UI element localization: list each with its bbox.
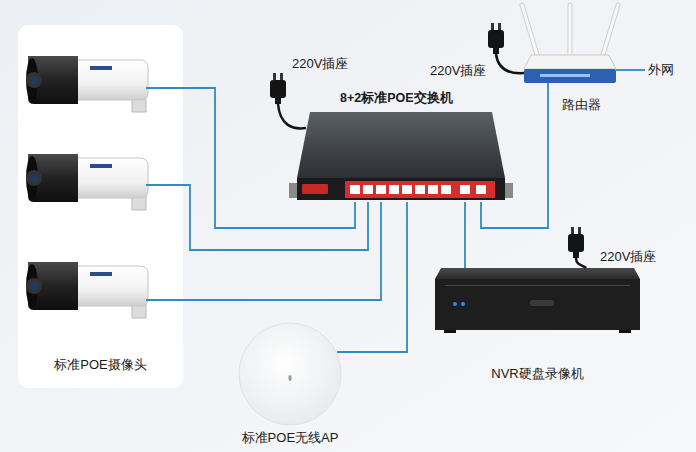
antenna-highlights [522, 5, 618, 58]
nvr-illustration [435, 268, 640, 333]
switch-illustration [289, 112, 513, 200]
port [415, 185, 425, 194]
device-label: 路由器 [562, 97, 601, 113]
device-label: 8+2标准POE交换机 [340, 90, 453, 106]
antenna [602, 5, 618, 58]
ap-led [289, 375, 292, 381]
antenna [569, 5, 572, 56]
switch-ports [350, 185, 486, 194]
port [363, 185, 373, 194]
nvr-trim [445, 285, 630, 286]
ap-disc [239, 323, 341, 425]
bullet-camera [26, 56, 148, 112]
ap-outline [238, 322, 342, 426]
poe-cable [464, 202, 466, 268]
nvr-panel [530, 300, 554, 306]
port [476, 185, 486, 194]
nvr-top [435, 268, 640, 279]
antenna [602, 5, 618, 58]
switch-logo [302, 184, 328, 194]
router-front [524, 69, 616, 83]
nvr-foot [619, 330, 631, 333]
wan-line [616, 69, 645, 71]
router-top [524, 55, 616, 69]
port [460, 185, 470, 194]
nvr-front [435, 279, 640, 330]
camera-lead [146, 299, 183, 301]
bullet-camera [26, 262, 148, 318]
camera-lead [146, 87, 183, 89]
power-plug [488, 23, 524, 73]
port [441, 185, 451, 194]
switch-top [297, 112, 505, 178]
power-cable [496, 54, 524, 73]
port [428, 185, 438, 194]
poe-switch: 8+2标准POE交换机 [295, 112, 507, 202]
port [350, 185, 360, 194]
router-illustration [522, 5, 618, 83]
port [376, 185, 386, 194]
antenna [568, 5, 573, 56]
power-plug [568, 227, 586, 268]
poe-cable [183, 88, 355, 228]
nvr-led [453, 302, 457, 306]
router-antennas [522, 5, 618, 58]
nvr-foot [444, 330, 456, 333]
router: 路由器 [524, 55, 616, 83]
power-socket-label: 220V插座 [600, 249, 656, 265]
bullet-camera [26, 154, 148, 210]
switch-front [297, 178, 505, 200]
port-strip [345, 181, 495, 198]
camera-leads [146, 88, 183, 300]
camera-panel-ground [18, 25, 183, 388]
network-label: 外网 [648, 62, 674, 78]
antenna [522, 5, 538, 58]
camera-lead [146, 184, 183, 186]
device-label: NVR硬盘录像机 [435, 366, 640, 382]
power-cable [576, 258, 586, 268]
nvr-recorder: NVR硬盘录像机 [435, 268, 640, 332]
router-leds [540, 74, 590, 77]
device-label: 标准POE无线AP [178, 430, 402, 446]
wireless-ap: 标准POE无线AP [238, 322, 342, 426]
nvr-led [461, 302, 465, 306]
power-socket-label: 220V插座 [292, 56, 348, 72]
antenna [522, 5, 538, 58]
poe-cable [183, 185, 368, 250]
camera-panel: 标准POE摄像头 [18, 25, 183, 388]
poe-cable [337, 202, 407, 352]
poe-cable [481, 83, 548, 228]
poe-cable [183, 202, 381, 300]
power-plug [270, 73, 306, 128]
port [389, 185, 399, 194]
power-socket-label: 220V插座 [430, 63, 486, 79]
power-cable [278, 104, 306, 128]
panel-caption: 标准POE摄像头 [18, 357, 183, 373]
port [402, 185, 412, 194]
